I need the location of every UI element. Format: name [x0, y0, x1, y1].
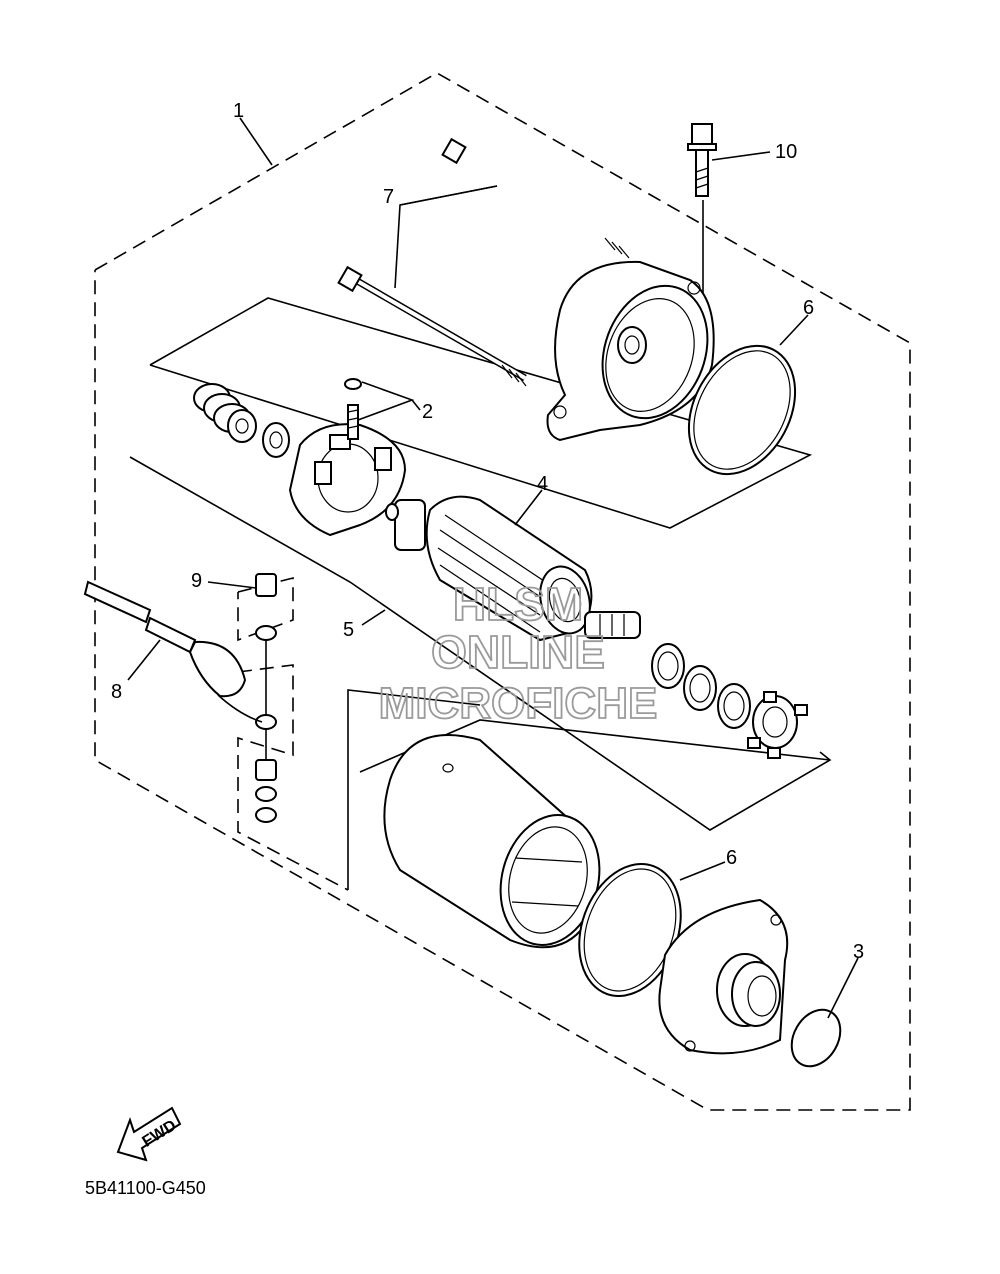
leader-7 [394, 185, 498, 289]
terminal-boundary [237, 576, 294, 642]
leader-2 [357, 381, 415, 421]
washer-small [262, 422, 290, 458]
o-ring-upper [687, 344, 797, 476]
armature-plane-box [129, 456, 832, 831]
leader-6b [679, 861, 726, 881]
leader-6a [779, 314, 809, 346]
terminal-hardware [255, 573, 277, 823]
yoke [383, 734, 601, 949]
callout-1: 1 [233, 100, 244, 122]
leader-4 [514, 489, 543, 526]
o-ring-3 [790, 1008, 842, 1068]
brush-plane-box [149, 297, 813, 529]
callout-2: 2 [422, 401, 433, 423]
callout-5: 5 [343, 619, 354, 641]
shim-3 [717, 683, 751, 729]
spring-set [193, 383, 257, 443]
drawing-code: 5B41100-G450 [85, 1178, 206, 1198]
assembly-boundary [94, 72, 911, 1111]
fwd-arrow-icon: FWD [116, 1106, 182, 1162]
o-ring-small [344, 378, 362, 390]
yoke-plane-box [359, 719, 831, 773]
leader-3 [827, 957, 859, 1019]
callout-9: 9 [191, 570, 202, 592]
leader-10 [711, 151, 771, 161]
callout-8: 8 [111, 681, 122, 703]
brush-holder [288, 404, 407, 537]
shim-1 [651, 643, 685, 689]
terminal-boundary-2 [237, 664, 349, 891]
rear-cover [546, 260, 715, 442]
flange-bolt [687, 123, 717, 300]
watermark-line-1: HLSM [453, 578, 583, 630]
through-bolt-upper [441, 137, 631, 259]
leader-8 [127, 639, 161, 681]
front-cover [658, 898, 789, 1055]
callout-3: 3 [853, 941, 864, 963]
terminal-box [347, 689, 481, 890]
leader-9 [207, 581, 257, 589]
callout-6-lower: 6 [726, 847, 737, 869]
callout-7: 7 [383, 186, 394, 208]
watermark-line-3: MICROFICHE [379, 679, 658, 728]
leader-5 [361, 609, 386, 626]
leader-1 [239, 117, 273, 166]
armature [385, 495, 641, 642]
lead-wire [83, 580, 263, 723]
lock-washer [747, 691, 808, 759]
callout-6-upper: 6 [803, 297, 814, 319]
through-bolt-lower [337, 265, 527, 387]
watermark-line-2: ONLINE [431, 626, 605, 678]
callout-4: 4 [537, 473, 548, 495]
shim-2 [683, 665, 717, 711]
callout-10: 10 [775, 141, 797, 163]
